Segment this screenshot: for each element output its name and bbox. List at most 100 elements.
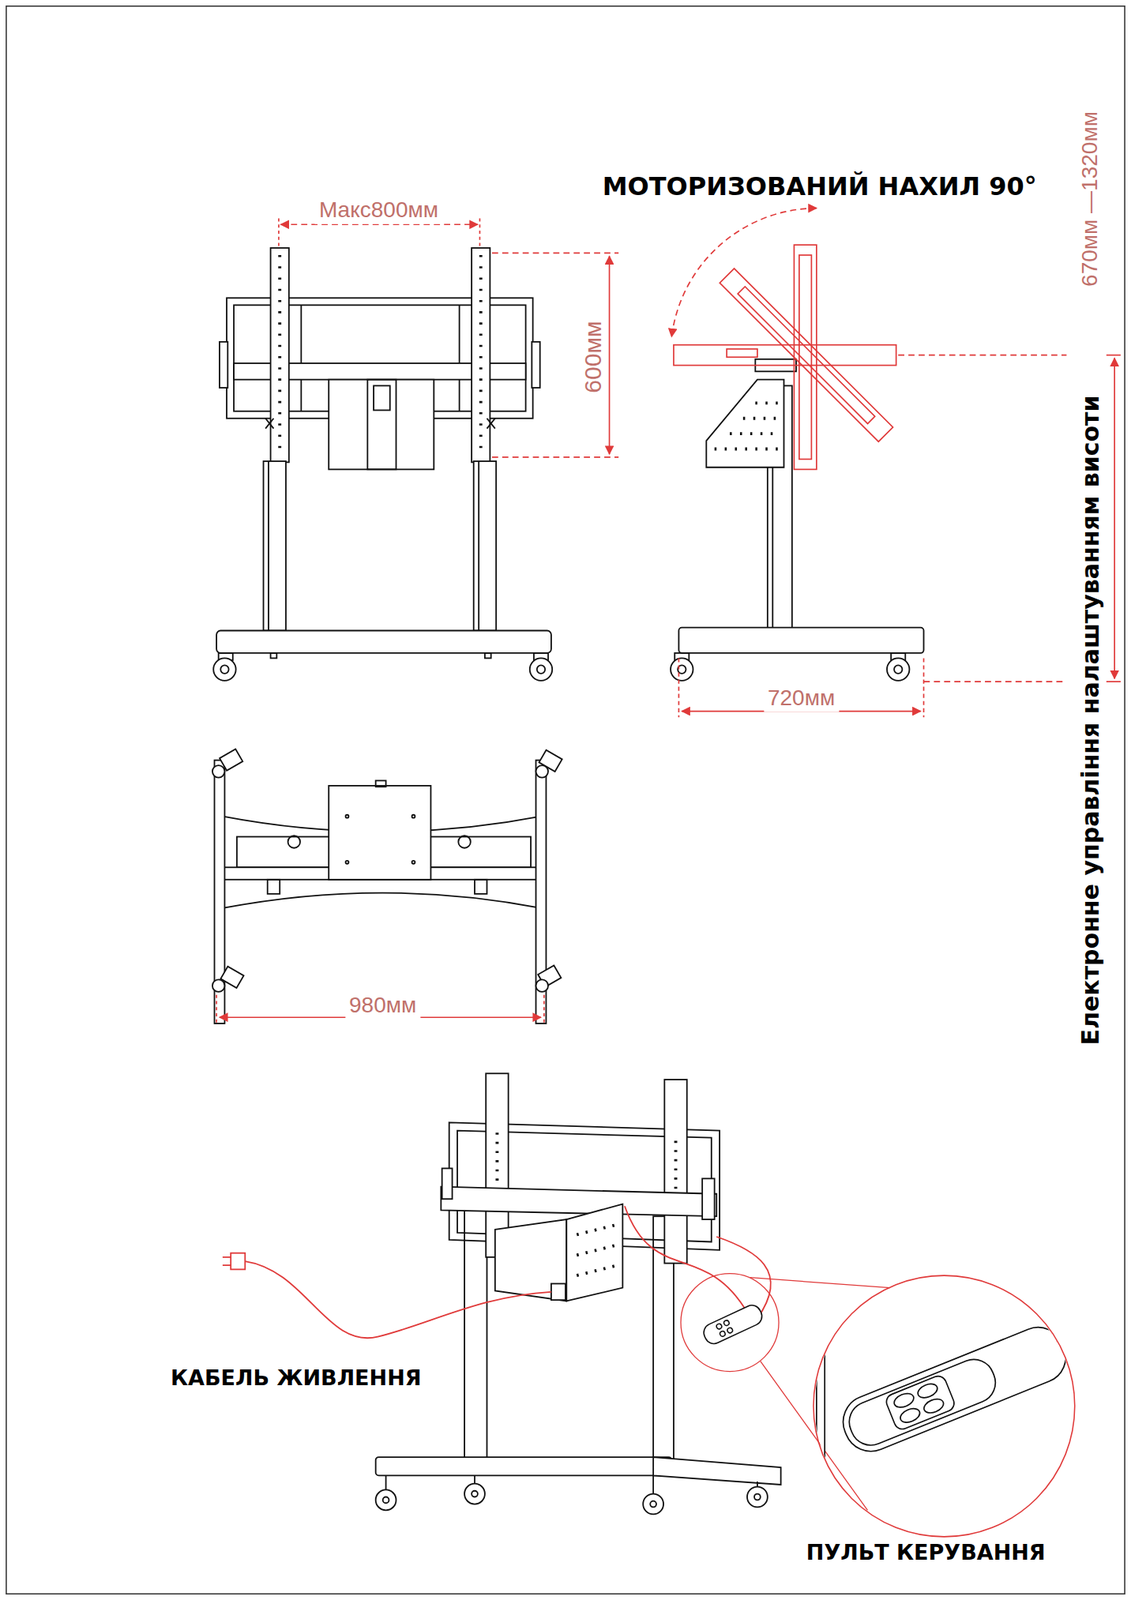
remote-zoom-part [816, 1265, 825, 1552]
front-view-part [263, 461, 286, 631]
front-view-part [479, 255, 483, 455]
perspective-view-part [551, 1283, 566, 1301]
tilt-positions-part [793, 244, 816, 470]
front-view-part [529, 657, 553, 681]
front-dimensions-part [281, 223, 478, 226]
perspective-view-part [473, 1475, 476, 1484]
perspective-view-part [754, 1494, 761, 1501]
cables-part [750, 1277, 891, 1289]
remote-zoom [816, 1265, 1117, 1552]
side-view-part [755, 401, 781, 405]
perspective-view-part [566, 1204, 623, 1302]
perspective-view-part [471, 1491, 478, 1498]
tilt-positions-part [726, 349, 758, 357]
side-view-part [706, 379, 784, 468]
front-dimensions [278, 218, 619, 458]
top-view-part [474, 879, 488, 895]
tilt-positions-part [1106, 680, 1121, 683]
front-view-part [477, 461, 480, 631]
top-view-part [212, 765, 226, 778]
top-view [212, 748, 563, 1023]
front-view-part [267, 461, 270, 631]
height-range-label: 670мм —1320мм [1076, 107, 1105, 291]
front-view-part [458, 304, 461, 411]
side-view-part [678, 627, 924, 654]
front-dimensions-part [492, 456, 619, 459]
tilt-positions [671, 208, 1121, 718]
perspective-view-part [464, 1484, 485, 1505]
perspective-view-part [440, 1187, 717, 1217]
front-view-part [220, 665, 229, 673]
perspective-view-part [464, 1209, 487, 1466]
perspective-view-part [653, 1457, 782, 1485]
dimension-label: 600мм [577, 317, 607, 398]
remote-zoom-part-part [883, 1373, 957, 1432]
front-dimensions-part [479, 218, 481, 248]
part-label: ПУЛЬТ КЕРУВАННЯ [802, 1539, 1050, 1567]
front-dimensions-part [278, 218, 280, 248]
remote-zoom-part-part [892, 1390, 917, 1410]
side-view [670, 359, 924, 681]
cables-part [222, 1257, 231, 1266]
dimension-label: 720мм [763, 684, 839, 713]
front-view-part [278, 255, 282, 455]
front-view-part [373, 385, 391, 410]
side-view-part [894, 665, 902, 673]
tilt-positions-part [671, 208, 816, 338]
tilt-positions-part [924, 680, 1068, 683]
front-view-part [531, 341, 540, 388]
front-view-part [537, 665, 545, 673]
perspective-view-part [495, 1219, 567, 1301]
front-dimensions-part [608, 255, 611, 455]
side-view-part [729, 432, 782, 436]
remote-small-part [700, 1302, 765, 1347]
side-view-part [714, 447, 782, 451]
top-view-part [267, 879, 281, 895]
front-view-part [219, 341, 228, 388]
perspective-view-part [375, 1457, 673, 1476]
top-view-part [345, 815, 350, 819]
remote-small-part [715, 1322, 723, 1331]
front-view-part [216, 631, 552, 654]
tilt-positions-part [923, 657, 925, 718]
front-dimensions-part [492, 252, 619, 255]
cables-part [624, 1206, 748, 1312]
remote-small-part [719, 1330, 727, 1338]
perspective-view-part [756, 1481, 759, 1487]
front-view-part [270, 247, 290, 463]
top-view-part [212, 979, 226, 992]
front-view-part [270, 653, 278, 658]
top-view-part [536, 765, 549, 778]
perspective-view-part [747, 1487, 768, 1508]
dimension-label: Макс800мм [315, 196, 443, 225]
tilt-positions-part [1106, 354, 1121, 357]
cables-part [680, 1273, 779, 1372]
page-border [6, 6, 1125, 1594]
perspective-view-part [652, 1475, 654, 1494]
remote-zoom-part [834, 1319, 1074, 1460]
remote-small-part [723, 1319, 731, 1327]
top-view-part [412, 815, 416, 819]
tilt-positions-part [719, 268, 893, 442]
feature-title: МОТОРИЗОВАНИЙ НАХИЛ 90° [598, 171, 1041, 203]
perspective-view-part [650, 1501, 657, 1508]
cables-part [813, 1275, 1075, 1537]
front-view-part [328, 379, 434, 470]
front-view-part [213, 657, 236, 681]
top-dimension-part [215, 995, 218, 1024]
remote-small-part [726, 1326, 734, 1334]
front-view-part [473, 461, 496, 631]
perspective-view-part [383, 1496, 390, 1503]
tilt-positions-part-part [719, 268, 893, 442]
feature-title: Електронне управління налаштуванням висо… [1075, 391, 1105, 1050]
perspective-view-part [642, 1494, 664, 1515]
top-view-part [412, 860, 416, 865]
remote-zoom-part-part [834, 1319, 1074, 1460]
perspective-view-part [664, 1079, 687, 1264]
top-view-part [375, 780, 387, 787]
part-label: КАБЕЛЬ ЖИВЛЕННЯ [166, 1364, 425, 1392]
cables-part [230, 1253, 245, 1271]
remote-zoom-part-part [843, 1353, 1003, 1452]
